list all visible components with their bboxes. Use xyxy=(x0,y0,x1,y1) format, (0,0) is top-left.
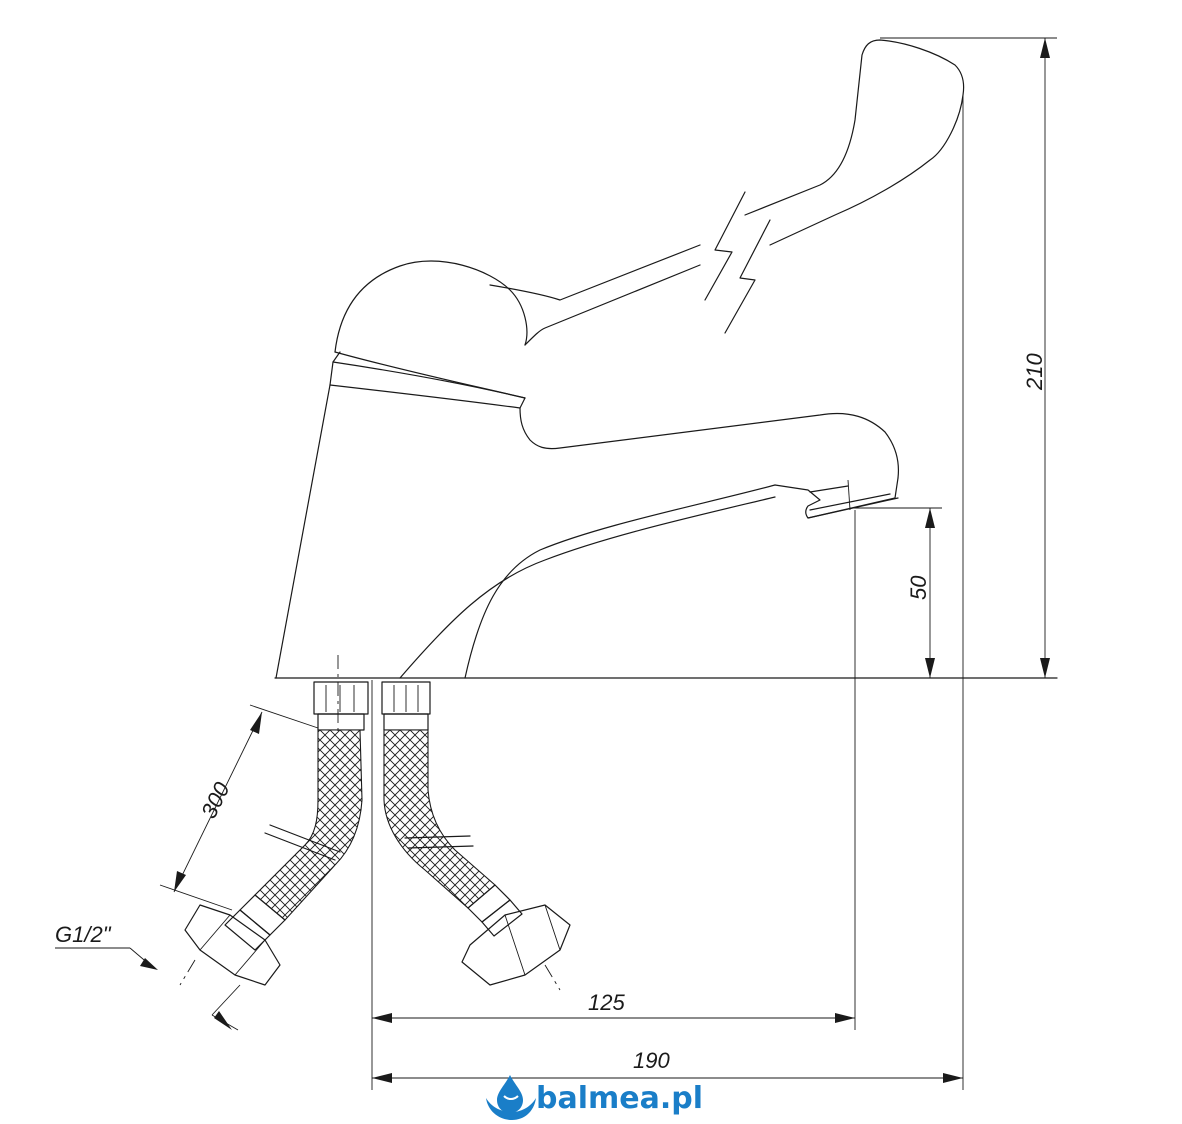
dimension-190 xyxy=(372,1073,963,1083)
dimension-300 xyxy=(159,704,319,911)
dimension-50 xyxy=(850,507,942,678)
dimension-125-label: 125 xyxy=(588,990,625,1015)
dimension-190-label: 190 xyxy=(633,1048,670,1073)
dimension-300-label: 300 xyxy=(196,778,235,823)
thread-leader xyxy=(55,947,241,1031)
brand-logo: balmea.pl xyxy=(486,1075,703,1120)
dimension-210-label: 210 xyxy=(1022,353,1047,391)
thread-label: G1/2" xyxy=(55,922,112,947)
brand-name: balmea.pl xyxy=(536,1081,703,1116)
dimension-50-label: 50 xyxy=(906,575,931,600)
water-drop-icon xyxy=(486,1075,536,1120)
left-hose xyxy=(179,655,369,986)
right-hose xyxy=(381,681,571,991)
faucet-body xyxy=(274,39,1058,679)
dimension-210 xyxy=(880,37,1057,678)
dimension-125 xyxy=(372,1013,855,1023)
